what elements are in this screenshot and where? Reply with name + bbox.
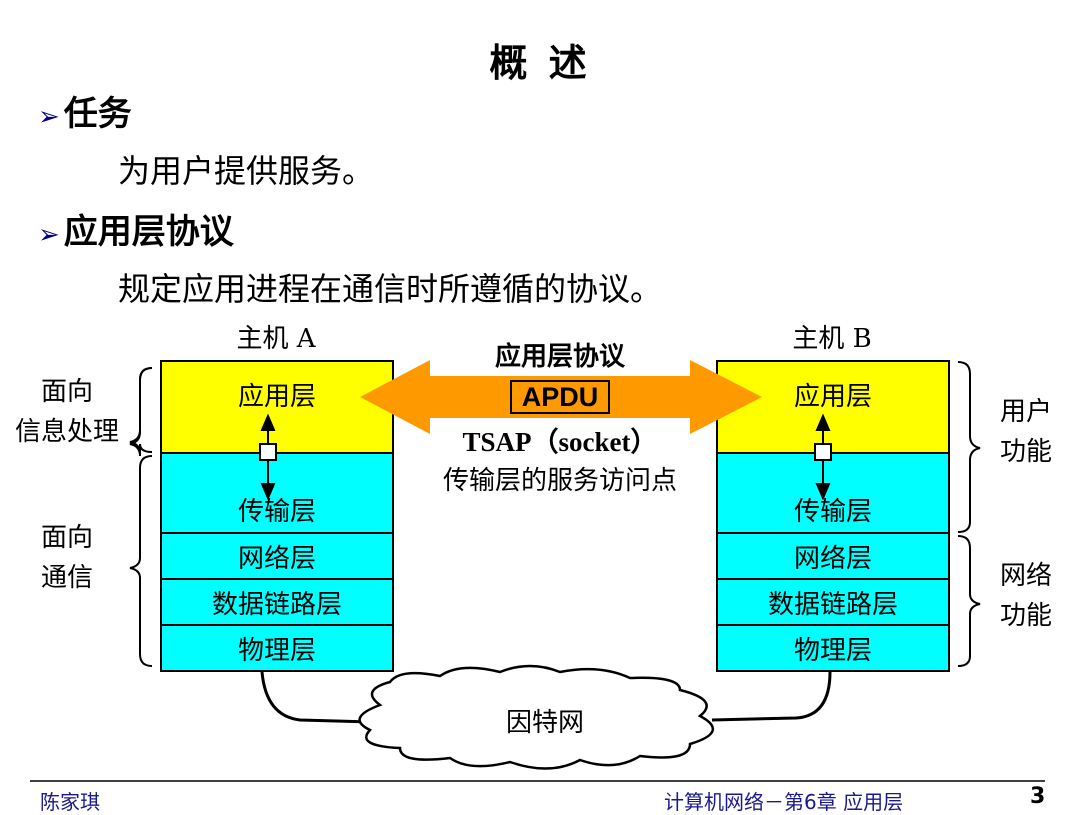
arrow-up-icon bbox=[815, 413, 831, 431]
arrow-bullet-icon: ➢ bbox=[38, 220, 60, 250]
bullet-text: 规定应用进程在通信时所遵循的协议。 bbox=[118, 270, 663, 308]
host-a-network-layer: 网络层 bbox=[160, 532, 394, 580]
host-b-network-layer: 网络层 bbox=[716, 532, 950, 580]
tsap-label: TSAP（socket） bbox=[462, 427, 658, 457]
internet-cloud bbox=[358, 664, 714, 770]
host-a-label: 主机 A bbox=[236, 324, 316, 354]
tsap-description: 传输层的服务访问点 bbox=[442, 466, 677, 496]
host-a-physical-layer: 物理层 bbox=[160, 624, 394, 672]
sap-point-a bbox=[259, 443, 277, 461]
arrow-bullet-icon: ➢ bbox=[38, 102, 60, 132]
bullet-protocol: ➢应用层协议 bbox=[38, 204, 234, 253]
group-user-function: 用户 功能 bbox=[999, 397, 1052, 467]
internet-label: 因特网 bbox=[505, 708, 584, 738]
sap-point-b bbox=[814, 443, 832, 461]
host-b-transport-layer: 传输层 bbox=[716, 452, 950, 534]
host-a-application-layer: 应用层 bbox=[160, 360, 394, 454]
host-b-physical-layer: 物理层 bbox=[716, 624, 950, 672]
arrow-down-icon bbox=[815, 483, 831, 501]
footer-course: 计算机网络－第6章 应用层 bbox=[664, 790, 904, 814]
brace-left-bottom bbox=[129, 455, 153, 667]
link-b bbox=[711, 671, 832, 722]
bullet-task: ➢任务 bbox=[38, 86, 132, 135]
apdu-label: APDU bbox=[510, 380, 610, 414]
host-a-datalink-layer: 数据链路层 bbox=[160, 578, 394, 626]
brace-right-bottom bbox=[957, 535, 981, 667]
brace-right-top bbox=[957, 361, 981, 533]
bullet-heading: 应用层协议 bbox=[63, 212, 234, 252]
host-a-transport-layer: 传输层 bbox=[160, 452, 394, 534]
group-info-processing: 面向 信息处理 bbox=[14, 377, 119, 447]
group-communication: 面向 通信 bbox=[40, 523, 93, 593]
arrow-up-icon bbox=[260, 413, 276, 431]
bullet-heading: 任务 bbox=[63, 94, 132, 134]
host-b-label: 主机 B bbox=[792, 324, 872, 354]
page-title: 概 述 bbox=[489, 41, 591, 85]
link-a bbox=[260, 671, 373, 724]
host-b-datalink-layer: 数据链路层 bbox=[716, 578, 950, 626]
footer-author: 陈家琪 bbox=[40, 790, 100, 814]
protocol-label: 应用层协议 bbox=[494, 342, 625, 372]
group-network-function: 网络 功能 bbox=[999, 561, 1052, 631]
bidirectional-arrow bbox=[360, 360, 762, 434]
bullet-text: 为用户提供服务。 bbox=[118, 152, 375, 190]
arrow-down-icon bbox=[260, 483, 276, 501]
page-number: 3 bbox=[1030, 784, 1046, 809]
